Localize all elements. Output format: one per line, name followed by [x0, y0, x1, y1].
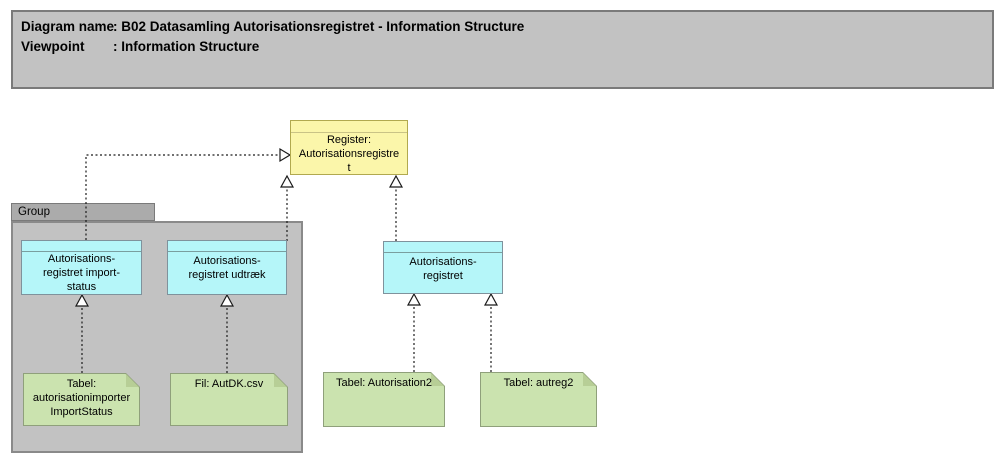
- note-background: [171, 374, 287, 425]
- note-background: [481, 373, 596, 426]
- business-object-register[interactable]: Register: Autorisationsregistre t: [290, 120, 408, 175]
- group-label: Group: [18, 206, 50, 218]
- label-line: registret: [423, 270, 463, 282]
- label-line: Autorisations-: [409, 256, 477, 268]
- note-fil-autdk-csv[interactable]: Fil: AutDK.csv: [170, 373, 288, 426]
- label-line: ImportStatus: [50, 406, 113, 418]
- realization-connector-note-autorisation2[interactable]: [406, 292, 422, 372]
- label-line: Autorisations-: [47, 253, 116, 265]
- label-line: status: [66, 281, 97, 293]
- business-object-header-strip: [291, 121, 407, 133]
- viewpoint-row: Viewpoint : Information Structure: [21, 37, 992, 57]
- business-object-import-status[interactable]: Autorisations- registret import- status: [21, 240, 142, 295]
- diagram-name-row: Diagram name: B02 Datasamling Autorisati…: [21, 17, 992, 37]
- label-line: Fil: AutDK.csv: [194, 378, 264, 390]
- label-line: Register:: [326, 134, 372, 146]
- diagram-title-block: Diagram name: B02 Datasamling Autorisati…: [11, 10, 994, 89]
- note-tabel-autorisationimporter-importstatus[interactable]: Tabel: autorisationimporter ImportStatus: [23, 373, 140, 426]
- label-line: registret import-: [42, 267, 121, 279]
- realization-connector-note-autreg2[interactable]: [483, 292, 499, 372]
- note-background: [24, 374, 139, 425]
- label-line: Tabel: Autorisation2: [335, 377, 432, 389]
- label-line: Tabel:: [66, 378, 97, 390]
- label-line: registret udtræk: [188, 269, 266, 281]
- business-object-udtraek[interactable]: Autorisations- registret udtræk: [167, 240, 287, 295]
- label-line: Autorisations-: [193, 255, 261, 267]
- diagram-name-label: Diagram name: [21, 19, 115, 34]
- viewpoint-value: : Information Structure: [113, 39, 260, 54]
- label-line: autorisationimporter: [32, 392, 131, 404]
- label-line: Tabel: autreg2: [503, 377, 574, 389]
- note-tabel-autorisation2[interactable]: Tabel: Autorisation2: [323, 372, 445, 427]
- business-object-header-strip: [168, 241, 286, 252]
- diagram-name-value: : B02 Datasamling Autorisationsregistret…: [113, 19, 525, 34]
- note-tabel-autreg2[interactable]: Tabel: autreg2: [480, 372, 597, 427]
- group-tab[interactable]: Group: [11, 203, 155, 221]
- note-background: [324, 373, 444, 426]
- label-line: t: [347, 162, 351, 174]
- realization-connector-autorisationsregistret-register[interactable]: [388, 174, 404, 241]
- label-line: Autorisationsregistre: [298, 148, 400, 160]
- viewpoint-label: Viewpoint: [21, 39, 85, 54]
- business-object-header-strip: [384, 242, 502, 253]
- business-object-header-strip: [22, 241, 141, 252]
- business-object-autorisationsregistret[interactable]: Autorisations- registret: [383, 241, 503, 294]
